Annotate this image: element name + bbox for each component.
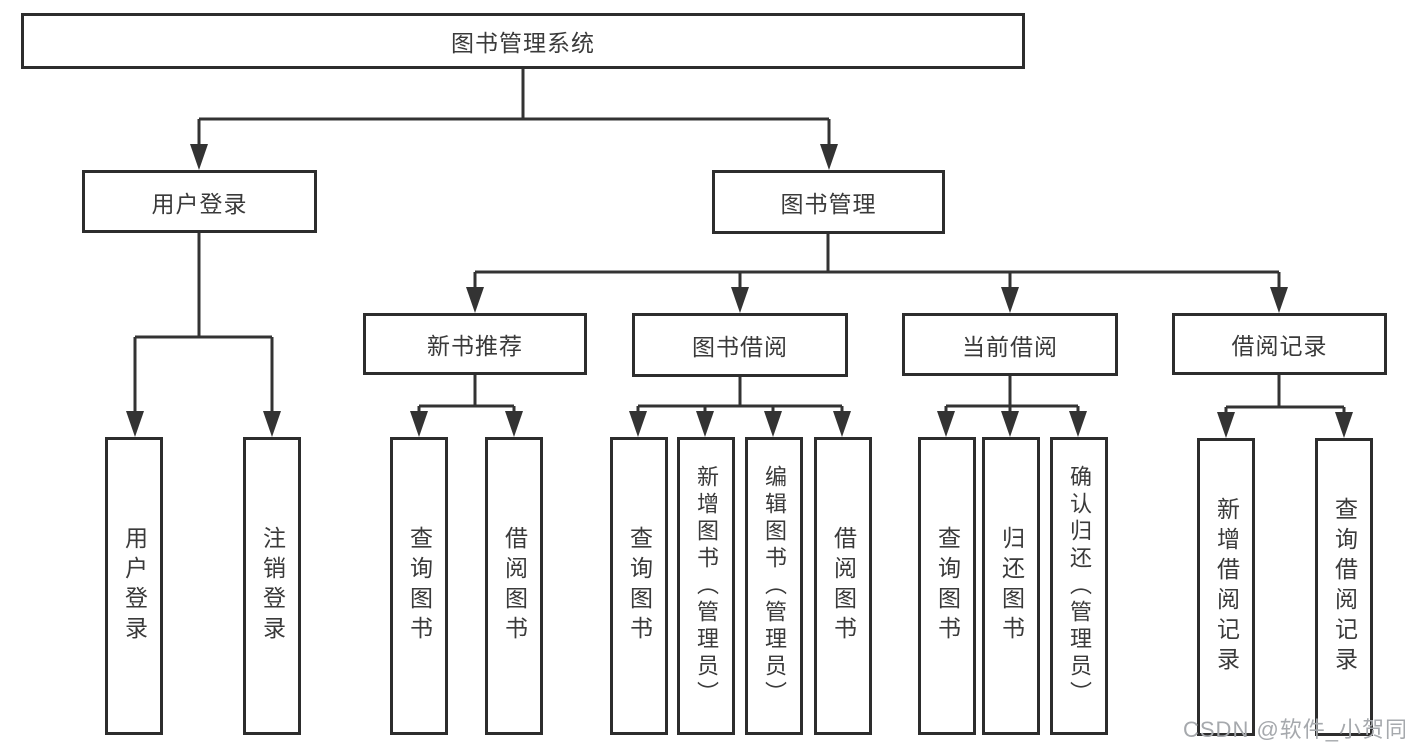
leaf-return-books: 归还图书 <box>982 437 1040 735</box>
node-label: 借阅记录 <box>1231 333 1328 359</box>
leaf-label: 归还图书 <box>998 526 1025 646</box>
leaf-label: 查询图书 <box>406 526 433 646</box>
leaf-label: 用户登录 <box>121 526 148 646</box>
leaf-label: 查询图书 <box>934 526 961 646</box>
leaf-logout: 注销登录 <box>243 437 301 735</box>
node-label: 新书推荐 <box>427 333 523 359</box>
leaf-confirm-return-admin: 确认归还（管理员） <box>1050 437 1108 735</box>
leaf-label: 确认归还（管理员） <box>1067 464 1092 708</box>
leaf-add-books-admin: 新增图书（管理员） <box>677 437 735 735</box>
node-label: 用户登录 <box>151 190 248 217</box>
node-current-borrow: 当前借阅 <box>902 313 1118 376</box>
leaf-label: 借阅图书 <box>501 526 528 646</box>
node-borrow-records: 借阅记录 <box>1172 313 1387 375</box>
node-label: 当前借阅 <box>962 333 1058 360</box>
node-book-management: 图书管理 <box>712 170 945 234</box>
leaf-query-books-recommend: 查询图书 <box>390 437 448 735</box>
leaf-query-borrow-record: 查询借阅记录 <box>1315 438 1373 736</box>
node-book-borrow: 图书借阅 <box>632 313 848 377</box>
leaf-label: 查询借阅记录 <box>1331 497 1358 677</box>
node-label: 图书借阅 <box>692 334 788 360</box>
node-user-login: 用户登录 <box>82 170 317 233</box>
node-new-book-recommend: 新书推荐 <box>363 313 587 375</box>
leaf-user-login: 用户登录 <box>105 437 163 735</box>
node-library-management-system: 图书管理系统 <box>21 13 1025 69</box>
leaf-borrow-books: 借阅图书 <box>814 437 872 735</box>
leaf-label: 借阅图书 <box>830 526 857 646</box>
node-label: 图书管理系统 <box>451 30 595 56</box>
leaf-label: 新增借阅记录 <box>1213 497 1240 677</box>
leaf-add-borrow-record: 新增借阅记录 <box>1197 438 1255 736</box>
csdn-watermark: CSDN @软件_小贺同学 <box>1183 717 1405 742</box>
leaf-label: 编辑图书（管理员） <box>762 464 787 708</box>
leaf-borrow-books-recommend: 借阅图书 <box>485 437 543 735</box>
leaf-query-books-current: 查询图书 <box>918 437 976 735</box>
leaf-label: 查询图书 <box>626 526 653 646</box>
leaf-query-books-borrow: 查询图书 <box>610 437 668 735</box>
leaf-label: 注销登录 <box>259 526 286 646</box>
leaf-label: 新增图书（管理员） <box>694 464 719 708</box>
leaf-edit-books-admin: 编辑图书（管理员） <box>745 437 803 735</box>
node-label: 图书管理 <box>780 191 877 217</box>
